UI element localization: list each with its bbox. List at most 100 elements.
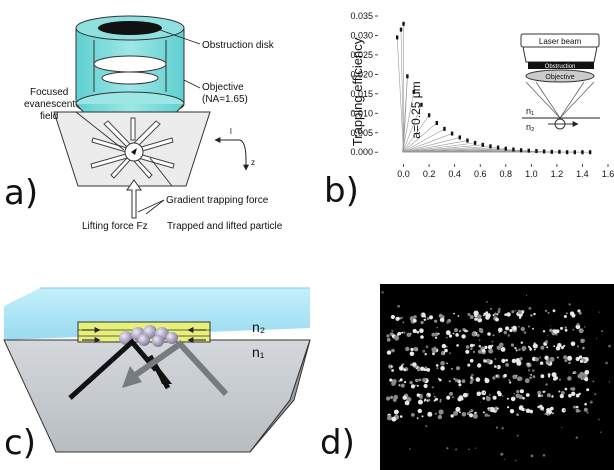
- streak-particle: [571, 391, 576, 396]
- streak-particle: [518, 405, 524, 411]
- streak-particle: [442, 317, 445, 320]
- noise-speck: [550, 325, 552, 327]
- na-label: (NA=1.65): [202, 94, 248, 105]
- streak-particle: [486, 396, 491, 402]
- streak-particle: [505, 363, 509, 367]
- streak-particle: [440, 366, 445, 371]
- data-point: [450, 131, 454, 136]
- streak-particle: [550, 406, 554, 411]
- noise-speck: [446, 447, 449, 450]
- streak-particle: [420, 312, 426, 318]
- streak-particle: [437, 414, 443, 420]
- streak-particle: [529, 376, 532, 380]
- streak-particle: [412, 318, 417, 323]
- streak-particle: [529, 347, 532, 351]
- streak-particle: [579, 359, 584, 363]
- streak-particle: [567, 355, 573, 361]
- streak-particle: [461, 334, 466, 339]
- streak-particle: [577, 374, 582, 379]
- streak-particle: [514, 347, 517, 350]
- streak-particle: [568, 393, 572, 398]
- streak-particle: [511, 310, 515, 314]
- streak-particle: [492, 334, 495, 337]
- streak-particle: [525, 393, 530, 397]
- streak-particle: [506, 312, 511, 317]
- streak-particle: [584, 370, 590, 375]
- streak-particle: [480, 330, 484, 334]
- streak-particle: [413, 315, 417, 319]
- streak-particle: [403, 331, 406, 334]
- n1-label: n₁: [252, 344, 265, 360]
- streak-particle: [563, 344, 566, 347]
- streak-particle: [570, 341, 576, 347]
- noise-speck: [426, 395, 429, 398]
- streak-particle: [452, 396, 454, 399]
- streak-particle: [435, 364, 439, 367]
- streak-particle: [473, 344, 475, 347]
- streak-particle: [487, 332, 491, 336]
- data-point: [542, 149, 546, 154]
- inset-objective-label: Objective: [545, 74, 574, 81]
- streak-particle: [512, 325, 517, 331]
- streak-particle: [544, 340, 548, 344]
- noise-speck: [600, 431, 602, 433]
- streak-particle: [474, 411, 477, 414]
- laser-beam-right: [132, 340, 229, 397]
- streak-particle: [518, 376, 523, 381]
- streak-particle: [581, 378, 583, 380]
- streak-particle: [424, 353, 427, 356]
- streak-particle: [420, 335, 424, 339]
- streak-particle: [470, 347, 473, 351]
- streak-particle: [402, 395, 407, 400]
- streak-particle: [437, 377, 440, 380]
- streak-particle: [420, 314, 423, 316]
- streak-particle: [537, 405, 540, 409]
- streak-particle: [511, 358, 517, 364]
- streak-particle: [453, 312, 455, 315]
- streak-particle: [456, 344, 459, 347]
- streak-particle: [411, 413, 415, 417]
- streak-particle: [439, 400, 442, 403]
- noise-speck: [594, 393, 597, 396]
- streak-particle: [409, 351, 415, 357]
- noise-speck: [515, 459, 517, 462]
- streak-particle: [390, 314, 395, 320]
- streak-particle: [428, 398, 431, 402]
- streak-particle: [399, 378, 403, 382]
- streak-particle: [559, 394, 564, 399]
- focused-label-2: evanescent: [24, 99, 75, 110]
- streak-particle: [386, 337, 391, 342]
- streak-particle: [476, 333, 480, 337]
- noise-speck: [489, 307, 493, 311]
- streak-particle: [460, 397, 464, 401]
- streak-particle: [495, 374, 498, 377]
- streak-particle: [516, 360, 522, 366]
- streak-particle: [412, 362, 417, 367]
- streak-particle: [495, 317, 499, 322]
- x-tick-label: 1.0: [525, 169, 538, 179]
- streak-particle: [454, 328, 458, 333]
- streak-particle: [476, 314, 482, 320]
- data-point: [402, 21, 405, 26]
- fan-line: [402, 137, 460, 153]
- x-tick-label: 0.2: [423, 169, 436, 179]
- fan-line: [402, 128, 445, 153]
- streak-particle: [530, 374, 532, 376]
- streak-particle: [509, 409, 515, 414]
- streak-particle: [484, 345, 488, 349]
- data-point: [489, 144, 492, 149]
- streak-particle: [478, 345, 481, 348]
- y-tick-label: 0.005: [350, 128, 373, 138]
- fan-line: [402, 104, 422, 153]
- streak-particle: [423, 318, 426, 321]
- streak-particle: [523, 408, 526, 411]
- streak-particle: [415, 378, 419, 383]
- noise-speck: [414, 384, 417, 387]
- streak-particle: [433, 395, 436, 398]
- streak-particle: [398, 365, 404, 371]
- data-point: [395, 35, 399, 40]
- streak-particle: [533, 348, 536, 351]
- noise-speck: [582, 375, 585, 377]
- streak-particle: [504, 313, 507, 316]
- noise-speck: [483, 392, 485, 394]
